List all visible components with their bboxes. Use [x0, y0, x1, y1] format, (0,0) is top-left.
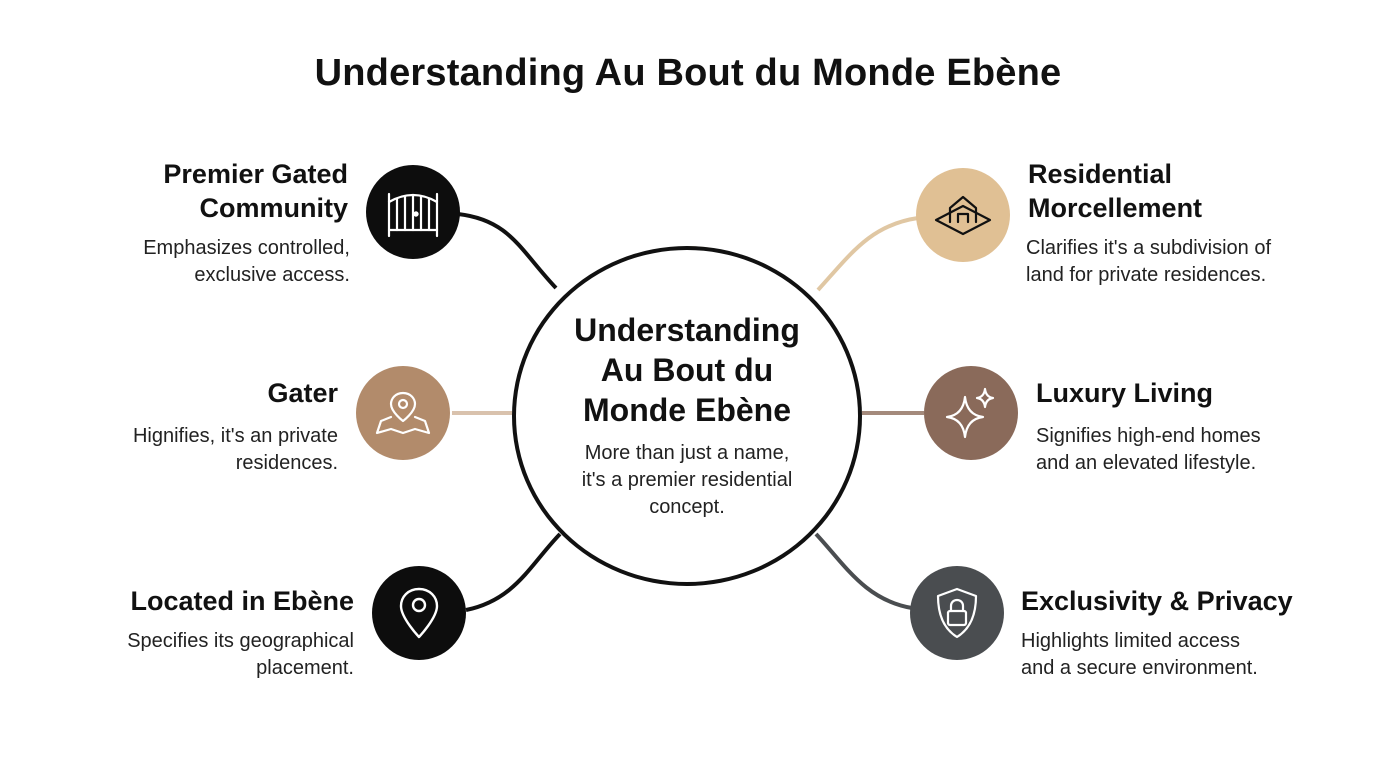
- gater-icon-circle: [356, 366, 450, 460]
- feature-gater-description: Hignifies, it's an private residences.: [18, 423, 338, 477]
- center-hub: Understanding Au Bout du Monde Ebène Mor…: [512, 246, 862, 586]
- description-line: Highlights limited access: [1021, 630, 1240, 652]
- description-line: and an elevated lifestyle.: [1036, 452, 1257, 474]
- center-title: Understanding Au Bout du Monde Ebène: [546, 310, 828, 430]
- feature-gated-description: Emphasizes controlled, exclusive access.: [20, 235, 350, 289]
- title-line: Exclusivity & Privacy: [1021, 586, 1293, 616]
- center-description: More than just a name, it's a premier re…: [556, 440, 818, 521]
- description-line: land for private residences.: [1026, 264, 1267, 286]
- connector-gated: [457, 212, 558, 290]
- title-line: Residential: [1028, 159, 1173, 189]
- house-plot-icon: [934, 195, 992, 236]
- feature-gated-title: Premier Gated Community: [48, 157, 348, 225]
- title-line: Community: [199, 193, 349, 223]
- description-line: residences.: [235, 452, 338, 474]
- title-line: Premier Gated: [163, 159, 348, 189]
- page-title: Understanding Au Bout du Monde Ebène: [314, 52, 1062, 94]
- feature-located-description: Specifies its geographical placement.: [24, 628, 354, 682]
- feature-residential-description: Clarifies it's a subdivision of land for…: [1026, 235, 1366, 289]
- description-line: placement.: [256, 657, 354, 679]
- connector-exclusivity: [814, 532, 913, 610]
- description-line: and a secure environment.: [1021, 657, 1258, 679]
- feature-gater-title: Gater: [88, 376, 338, 410]
- located-icon-circle: [372, 566, 466, 660]
- center-description-line: it's a premier residential: [581, 469, 793, 491]
- connector-located: [465, 532, 562, 612]
- feature-luxury-title: Luxury Living: [1036, 376, 1336, 410]
- center-description-line: concept.: [649, 496, 725, 518]
- luxury-icon-circle: [924, 366, 1018, 460]
- gated-icon-circle: [366, 165, 460, 259]
- description-line: Signifies high-end homes: [1036, 425, 1261, 447]
- description-line: Specifies its geographical: [127, 630, 354, 652]
- description-line: Hignifies, it's an private: [132, 425, 338, 447]
- title-line: Located in Ebène: [130, 586, 354, 616]
- description-line: Emphasizes controlled,: [143, 237, 350, 259]
- center-description-line: More than just a name,: [584, 442, 790, 464]
- shield-lock-icon: [936, 587, 978, 639]
- feature-exclusivity-description: Highlights limited access and a secure e…: [1021, 628, 1351, 682]
- sparkle-icon: [945, 387, 995, 439]
- location-pin-icon: [399, 587, 439, 639]
- feature-exclusivity-title: Exclusivity & Privacy: [1021, 584, 1371, 618]
- exclusivity-icon-circle: [910, 566, 1004, 660]
- center-title-line: Au Bout du: [600, 352, 774, 388]
- title-line: Morcellement: [1028, 193, 1203, 223]
- feature-residential-title: Residential Morcellement: [1028, 157, 1348, 225]
- map-pin-icon: [375, 391, 431, 435]
- description-line: Clarifies it's a subdivision of: [1026, 237, 1272, 259]
- connector-residential: [816, 216, 919, 292]
- center-title-line: Understanding: [574, 312, 800, 348]
- description-line: exclusive access.: [194, 264, 350, 286]
- residential-icon-circle: [916, 168, 1010, 262]
- title-line: Luxury Living: [1036, 378, 1214, 408]
- feature-located-title: Located in Ebène: [34, 584, 354, 618]
- feature-luxury-description: Signifies high-end homes and an elevated…: [1036, 423, 1356, 477]
- title-line: Gater: [267, 378, 338, 408]
- center-title-line: Monde Ebène: [582, 392, 791, 428]
- gate-icon: [387, 192, 439, 238]
